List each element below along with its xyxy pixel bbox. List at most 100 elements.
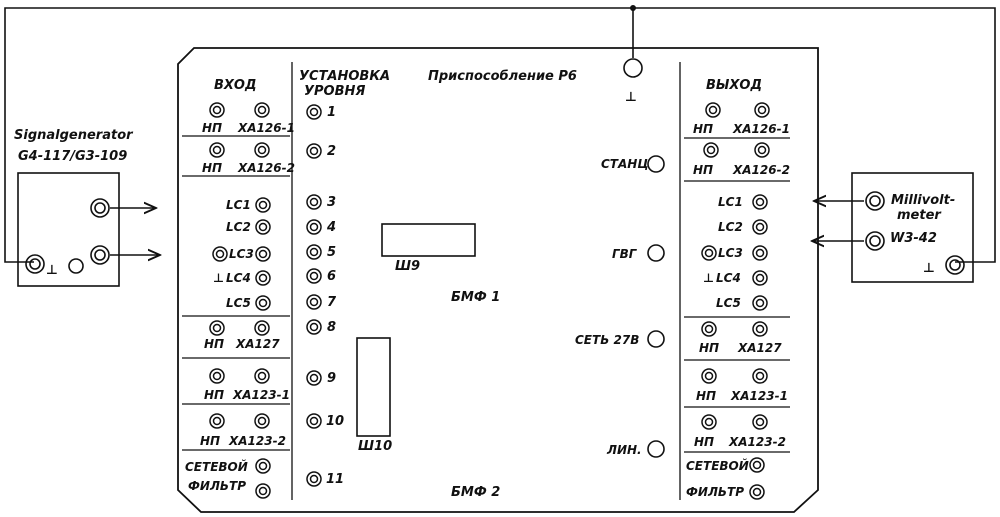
input-jack-np-2[interactable] <box>209 142 225 158</box>
input-row-5: НП ХА123-2 <box>182 413 290 451</box>
input-jack-np-1[interactable] <box>209 102 225 118</box>
fixture-ground-jack[interactable] <box>623 58 643 78</box>
generator-jack-3[interactable] <box>68 258 84 274</box>
input-label-xa127: ХА127 <box>235 337 280 351</box>
jack-gvg[interactable] <box>647 244 665 262</box>
output-jack-lc3-a[interactable] <box>701 245 717 261</box>
output-jack-filter-2[interactable] <box>749 484 765 500</box>
output-jack-lc3-b[interactable] <box>752 245 768 261</box>
input-column: ВХОД НП ХА126-1 НП ХА126-2 LC1 LC2 LC3 ⊥… <box>182 78 295 499</box>
level-jack-7[interactable] <box>306 294 322 310</box>
millivoltmeter-model: W3-42 <box>890 231 937 246</box>
input-jack-lc3-b[interactable] <box>255 246 271 262</box>
output-label-lc5: LC5 <box>716 296 741 310</box>
level-jack-5[interactable] <box>306 244 322 260</box>
input-row-1: НП ХА126-1 <box>182 102 295 137</box>
output-label-np-5: НП <box>694 435 714 449</box>
input-jack-xa123-2[interactable] <box>254 413 270 429</box>
level-number-4: 4 <box>326 220 336 235</box>
block-bmf1-label: БМФ 1 <box>451 290 500 305</box>
input-jack-xa127[interactable] <box>254 320 270 336</box>
input-label-xa123-2: ХА123-2 <box>228 434 286 448</box>
output-row-3: НП ХА127 <box>684 321 790 361</box>
level-jack-9[interactable] <box>306 370 322 386</box>
input-jack-xa126-2[interactable] <box>254 142 270 158</box>
input-jack-np-5[interactable] <box>209 413 225 429</box>
output-label-xa123-2: ХА123-2 <box>728 435 786 449</box>
connector-sh9[interactable] <box>381 223 476 257</box>
jack-label-power-27v: СЕТЬ 27В <box>575 333 639 347</box>
output-label-np-4: НП <box>696 389 716 403</box>
center-area: Ш9 Ш10 БМФ 1 БМФ 2 СТАНЦ ГВГ СЕТЬ 27В ЛИ… <box>356 155 665 500</box>
output-jack-filter-1[interactable] <box>749 457 765 473</box>
block-bmf2-label: БМФ 2 <box>451 485 500 500</box>
output-label-lc3: LC3 <box>718 246 743 260</box>
output-jack-lc1[interactable] <box>752 194 768 210</box>
output-label-lc1: LC1 <box>718 195 743 209</box>
output-filter-label-2: ФИЛЬТР <box>686 485 744 499</box>
output-jack-xa126-2[interactable] <box>754 142 770 158</box>
connector-sh10[interactable] <box>356 337 391 437</box>
input-jack-lc2[interactable] <box>255 219 271 235</box>
input-label-lc2: LC2 <box>226 220 251 234</box>
level-jack-4[interactable] <box>306 219 322 235</box>
output-jack-np-1[interactable] <box>705 102 721 118</box>
input-jack-xa126-1[interactable] <box>254 102 270 118</box>
level-jack-10[interactable] <box>306 413 322 429</box>
input-label-xa126-2: ХА126-2 <box>237 161 295 175</box>
level-jack-6[interactable] <box>306 268 322 284</box>
level-jack-2[interactable] <box>306 143 322 159</box>
output-jack-lc5[interactable] <box>752 295 768 311</box>
signal-generator-name: Signalgenerator <box>14 128 134 143</box>
meter-input-jack-2[interactable] <box>865 231 885 251</box>
connector-sh9-label: Ш9 <box>395 259 420 274</box>
jack-stanc[interactable] <box>647 155 665 173</box>
input-jack-filter-1[interactable] <box>255 458 271 474</box>
output-row-4: НП ХА123-1 <box>684 368 790 408</box>
output-jack-xa127[interactable] <box>752 321 768 337</box>
meter-ground-jack[interactable] <box>945 255 965 275</box>
output-jack-np-3[interactable] <box>701 321 717 337</box>
output-jack-np-5[interactable] <box>701 414 717 430</box>
level-jack-3[interactable] <box>306 194 322 210</box>
output-row-5: НП ХА123-2 <box>684 414 790 453</box>
input-jack-lc4[interactable] <box>255 270 271 286</box>
jack-line[interactable] <box>647 440 665 458</box>
level-jack-11[interactable] <box>306 471 322 487</box>
input-label-np-2: НП <box>202 161 222 175</box>
generator-ground-jack[interactable] <box>25 254 45 274</box>
level-number-1: 1 <box>327 105 336 120</box>
generator-output-jack-1[interactable] <box>90 198 110 218</box>
input-jack-lc3-a[interactable] <box>212 246 228 262</box>
signal-generator: Signalgenerator G4-117/G3-109 ⊥ <box>14 128 160 287</box>
output-lc4-ground-symbol: ⊥ <box>703 271 714 285</box>
output-label-xa123-1: ХА123-1 <box>730 389 788 403</box>
level-jack-1[interactable] <box>306 104 322 120</box>
output-jack-lc4[interactable] <box>752 270 768 286</box>
input-jack-filter-2[interactable] <box>255 483 271 499</box>
input-jack-np-3[interactable] <box>209 320 225 336</box>
output-jack-xa123-2[interactable] <box>752 414 768 430</box>
level-header-1: УСТАНОВКА <box>299 69 390 84</box>
output-jack-np-2[interactable] <box>703 142 719 158</box>
output-jack-xa126-1[interactable] <box>754 102 770 118</box>
ground-wire <box>4 7 996 263</box>
fixture-title: Приспособление Р6 <box>428 69 577 84</box>
generator-ground-symbol: ⊥ <box>46 263 58 278</box>
level-number-9: 9 <box>327 371 336 386</box>
output-jack-lc2[interactable] <box>752 219 768 235</box>
output-jack-xa123-1[interactable] <box>752 368 768 384</box>
output-label-lc2: LC2 <box>718 220 743 234</box>
level-jack-8[interactable] <box>306 319 322 335</box>
input-jack-lc1[interactable] <box>255 197 271 213</box>
input-label-np-5: НП <box>200 434 220 448</box>
input-jack-np-4[interactable] <box>209 368 225 384</box>
input-jack-xa123-1[interactable] <box>254 368 270 384</box>
input-jack-lc5[interactable] <box>255 295 271 311</box>
generator-output-jack-2[interactable] <box>90 245 110 265</box>
meter-input-jack-1[interactable] <box>865 191 885 211</box>
jack-power-27v[interactable] <box>647 330 665 348</box>
output-jack-np-4[interactable] <box>701 368 717 384</box>
